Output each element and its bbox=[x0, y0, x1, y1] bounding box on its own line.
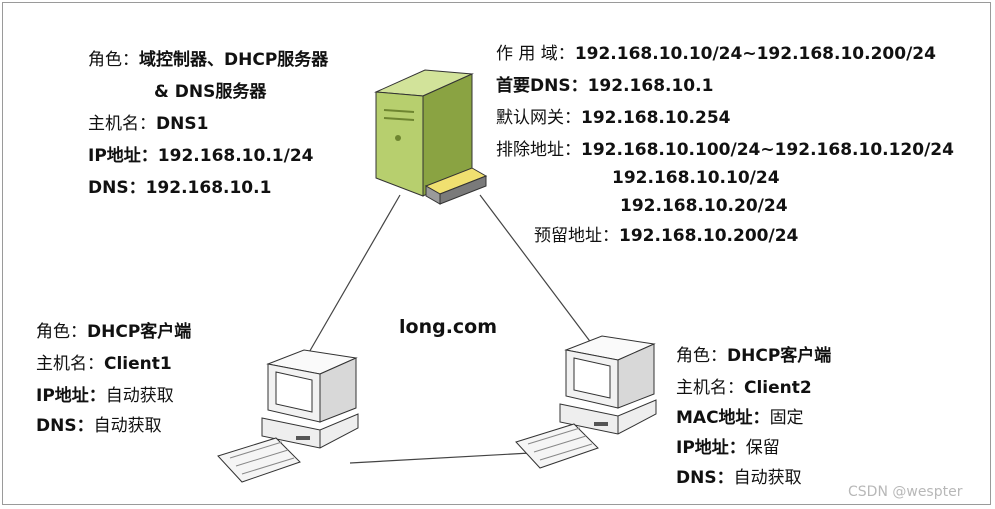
client2-role-label: 角色： bbox=[676, 346, 727, 366]
server-role-value: 域控制器、DHCP服务器 bbox=[139, 50, 329, 70]
link-server-client2 bbox=[479, 194, 599, 353]
scope-exclude: 排除地址：192.168.10.100/24~192.168.10.120/24 bbox=[496, 140, 954, 160]
client2-hostname: 主机名：Client2 bbox=[676, 378, 812, 398]
client2-ip: IP地址：保留 bbox=[676, 438, 780, 458]
client2-mac-value: 固定 bbox=[769, 408, 804, 428]
client2-ip-value: 保留 bbox=[745, 438, 780, 458]
client1-dns: DNS：自动获取 bbox=[36, 416, 162, 436]
scope-reserved-value: 192.168.10.200/24 bbox=[619, 226, 799, 246]
link-client1-client2 bbox=[349, 451, 549, 464]
scope-primary-dns: 首要DNS：192.168.10.1 bbox=[496, 76, 713, 96]
client2-role: 角色：DHCP客户端 bbox=[676, 346, 831, 366]
client2-computer-icon bbox=[515, 335, 657, 469]
scope-gateway-label: 默认网关： bbox=[496, 108, 581, 128]
scope-exclude-value-1: 192.168.10.100/24~192.168.10.120/24 bbox=[581, 140, 954, 160]
client1-hostname: 主机名：Client1 bbox=[36, 354, 172, 374]
scope-range-label: 作 用 域： bbox=[496, 44, 575, 64]
client1-ip-label: IP地址： bbox=[36, 386, 106, 406]
scope-primary-dns-value: 192.168.10.1 bbox=[587, 76, 714, 96]
link-server-client1 bbox=[299, 194, 401, 369]
server-dns: DNS：192.168.10.1 bbox=[88, 178, 271, 198]
server-ip-label: IP地址： bbox=[88, 146, 158, 166]
client2-dns: DNS：自动获取 bbox=[676, 468, 802, 488]
server-hostname-label: 主机名： bbox=[88, 114, 156, 134]
client2-hostname-label: 主机名： bbox=[676, 378, 744, 398]
client2-role-value: DHCP客户端 bbox=[727, 346, 832, 366]
client1-hostname-value: Client1 bbox=[104, 354, 172, 374]
server-role-label: 角色： bbox=[88, 50, 139, 70]
server-role: 角色：域控制器、DHCP服务器 bbox=[88, 50, 328, 70]
client1-role-label: 角色： bbox=[36, 322, 87, 342]
client1-hostname-label: 主机名： bbox=[36, 354, 104, 374]
scope-exclude-value-3: 192.168.10.20/24 bbox=[620, 196, 788, 216]
scope-range: 作 用 域：192.168.10.10/24~192.168.10.200/24 bbox=[496, 44, 936, 64]
client1-dns-value: 自动获取 bbox=[93, 416, 162, 436]
scope-range-value: 192.168.10.10/24~192.168.10.200/24 bbox=[574, 44, 936, 64]
server-role-cont: & DNS服务器 bbox=[154, 82, 267, 102]
client1-dns-label: DNS： bbox=[36, 416, 94, 436]
client1-computer-icon bbox=[217, 349, 359, 483]
server-ip: IP地址：192.168.10.1/24 bbox=[88, 146, 314, 166]
client2-ip-label: IP地址： bbox=[676, 438, 746, 458]
client2-mac: MAC地址：固定 bbox=[676, 408, 804, 428]
client1-ip: IP地址：自动获取 bbox=[36, 386, 174, 406]
server-icon bbox=[374, 69, 488, 205]
scope-primary-dns-label: 首要DNS： bbox=[496, 76, 588, 96]
server-hostname: 主机名：DNS1 bbox=[88, 114, 208, 134]
client2-mac-label: MAC地址： bbox=[676, 408, 770, 428]
watermark: CSDN @wespter bbox=[848, 484, 963, 500]
scope-gateway: 默认网关：192.168.10.254 bbox=[496, 108, 731, 128]
scope-gateway-value: 192.168.10.254 bbox=[581, 108, 731, 128]
client1-role-value: DHCP客户端 bbox=[87, 322, 192, 342]
client2-dns-value: 自动获取 bbox=[733, 468, 802, 488]
server-dns-value: 192.168.10.1 bbox=[145, 178, 272, 198]
server-hostname-value: DNS1 bbox=[156, 114, 209, 134]
client2-hostname-value: Client2 bbox=[744, 378, 812, 398]
scope-reserved-label: 预留地址： bbox=[534, 226, 619, 246]
scope-exclude-label: 排除地址： bbox=[496, 140, 581, 160]
client2-dns-label: DNS： bbox=[676, 468, 734, 488]
scope-reserved: 预留地址：192.168.10.200/24 bbox=[534, 226, 798, 246]
server-dns-label: DNS： bbox=[88, 178, 146, 198]
server-ip-value: 192.168.10.1/24 bbox=[157, 146, 314, 166]
domain-name-label: long.com bbox=[399, 316, 498, 338]
scope-exclude-value-2: 192.168.10.10/24 bbox=[612, 168, 780, 188]
client1-role: 角色：DHCP客户端 bbox=[36, 322, 191, 342]
client1-ip-value: 自动获取 bbox=[105, 386, 174, 406]
